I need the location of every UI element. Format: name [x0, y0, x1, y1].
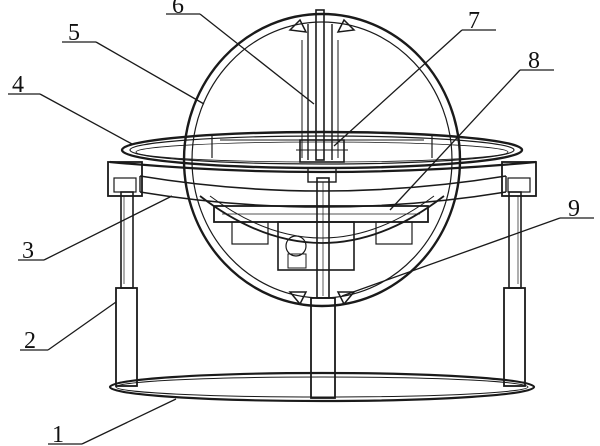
- callout-7: 7: [468, 8, 480, 34]
- inner-platform: [199, 195, 445, 271]
- callout-5: 5: [68, 20, 80, 46]
- base-ring: [108, 371, 536, 403]
- callout-2: 2: [24, 328, 36, 354]
- callout-4: 4: [12, 72, 24, 98]
- leader-9: [341, 217, 561, 297]
- callout-6: 6: [172, 0, 184, 19]
- leader-4: [39, 93, 133, 145]
- central-column: [310, 177, 336, 399]
- hub-bearing: [296, 139, 348, 183]
- leader-7: [333, 29, 463, 147]
- leader-3: [43, 195, 173, 261]
- left-support-leg: [115, 191, 138, 387]
- leader-6: [199, 13, 315, 105]
- callout-1: 1: [52, 422, 64, 446]
- callout-3: 3: [22, 238, 34, 264]
- leg-brackets: [107, 161, 537, 197]
- callout-labels: 1 2 3 4 5 6 7 8 9: [12, 0, 580, 446]
- right-support-leg: [503, 191, 526, 387]
- vertical-shaft: [301, 9, 339, 161]
- inner-arc-detail: [211, 136, 433, 158]
- leader-2: [47, 301, 117, 351]
- frame-beam: [109, 160, 537, 208]
- callout-8: 8: [528, 48, 540, 74]
- leader-1: [81, 398, 177, 445]
- leader-5: [95, 41, 205, 105]
- callout-9: 9: [568, 196, 580, 222]
- leader-lines: [8, 13, 594, 445]
- leader-8: [389, 69, 521, 211]
